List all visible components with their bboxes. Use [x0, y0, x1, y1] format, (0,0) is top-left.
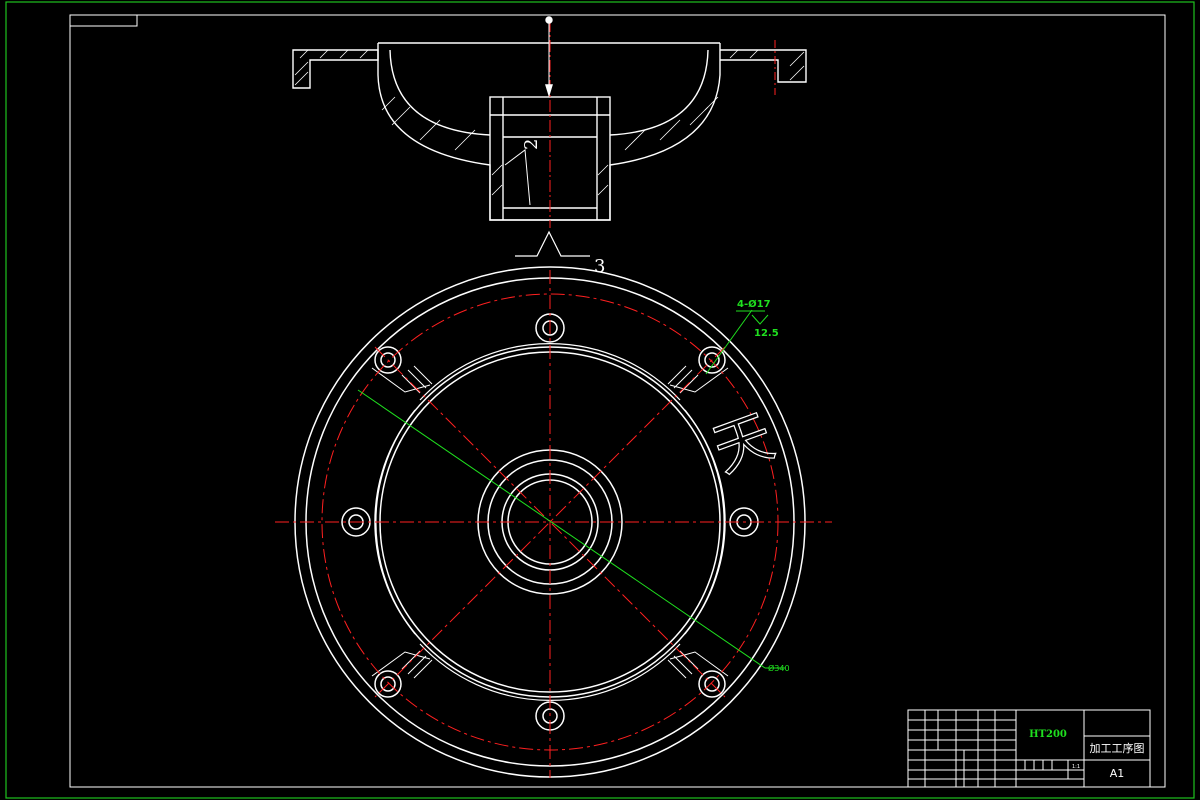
centerlines: [275, 270, 832, 778]
scale-value: 1:1: [1072, 764, 1080, 770]
diameter-dimension: Ø340: [768, 663, 790, 673]
corner-tab: [69, 14, 138, 27]
hole-callout: 4-Ø17: [737, 298, 771, 310]
sheet-size: A1: [1110, 767, 1125, 780]
surface-mark-label: 3: [594, 256, 605, 277]
roughness-value: 12.5: [754, 328, 779, 339]
inner-frame: [69, 14, 1166, 788]
section-view: [292, 16, 807, 257]
engraved-logo: 天: [704, 401, 782, 485]
section-mark-label: 2: [521, 139, 542, 150]
material-label: HT200: [1029, 729, 1067, 740]
dimension-lines: [357, 309, 785, 669]
title-block: [907, 709, 1151, 788]
drawing-name: 加工工序图: [1090, 741, 1145, 755]
outer-frame: [5, 1, 1195, 799]
